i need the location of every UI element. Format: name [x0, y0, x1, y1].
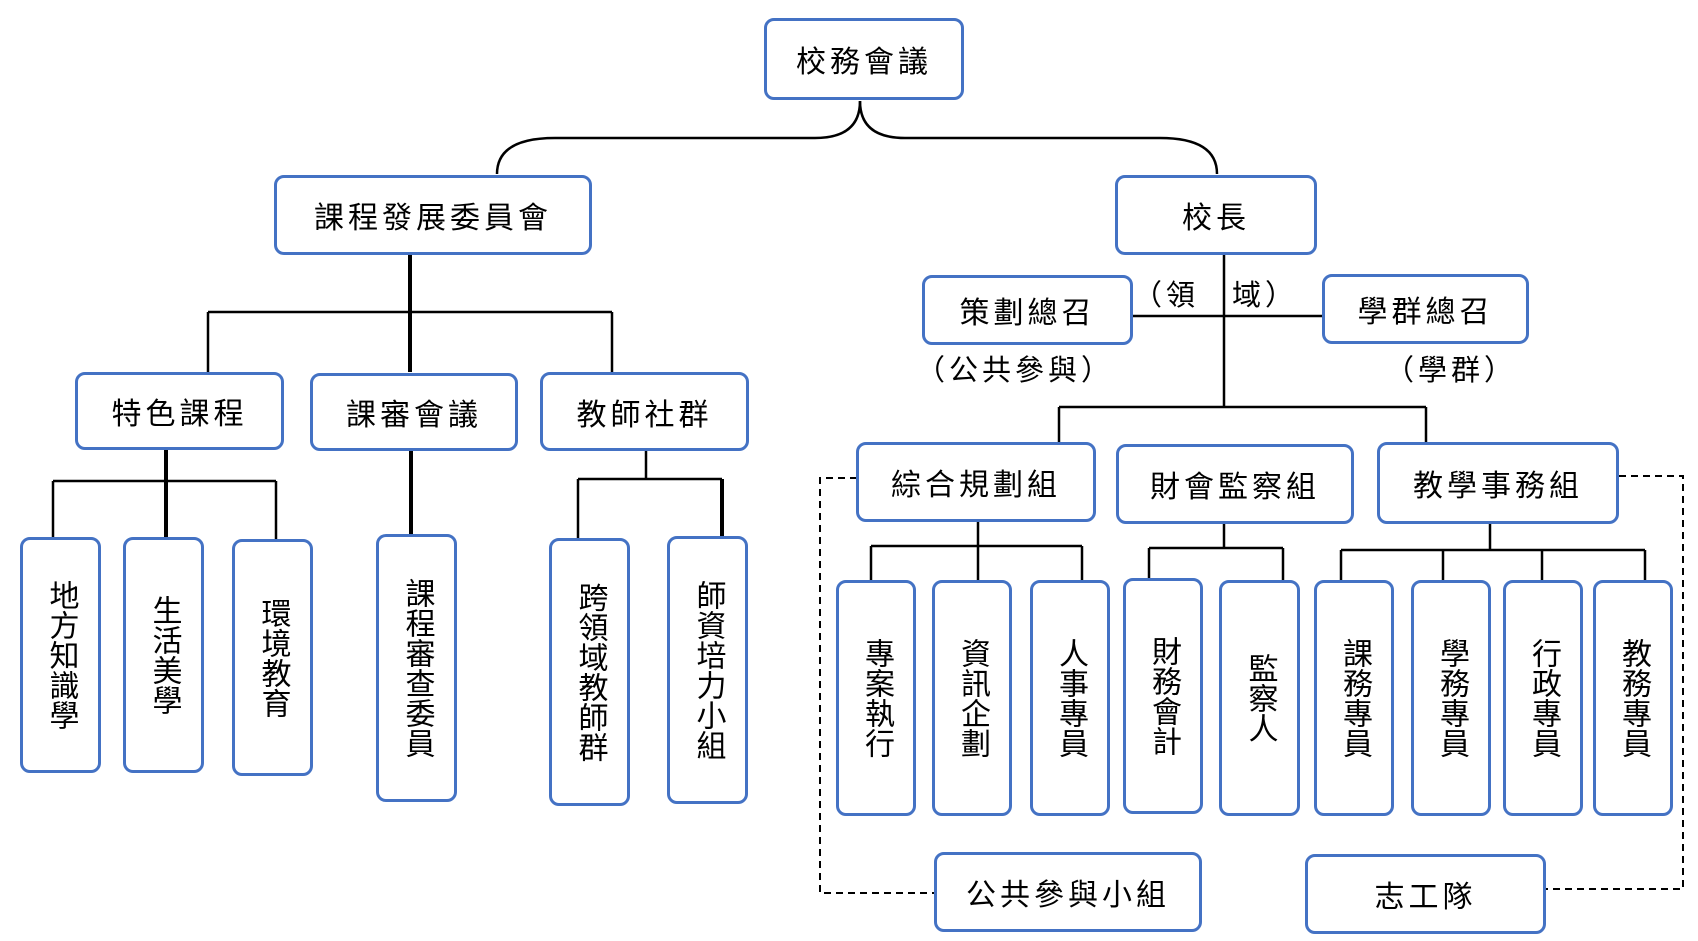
academic-officer-box: 教務專員: [1593, 580, 1673, 816]
planning-convener-note: （公共參與）: [916, 347, 1115, 389]
teacher-training-group-box: 師資培力小組: [667, 536, 748, 804]
curriculum-committee-box: 課程發展委員會: [274, 175, 592, 255]
environmental-education-box: 環境教育: [232, 539, 313, 776]
student-affairs-officer-box: 學務專員: [1411, 580, 1491, 816]
cross-domain-teacher-group-box: 跨領域教師群: [549, 538, 630, 806]
life-aesthetics-box: 生活美學: [123, 537, 204, 773]
domain-note: （領 域）: [1133, 278, 1299, 312]
local-knowledge-box: 地方知識學: [20, 537, 101, 773]
school-council-box: 校務會議: [764, 18, 964, 100]
finance-audit-group-box: 財會監察組: [1116, 444, 1354, 524]
public-participation-group-box: 公共參與小組: [934, 852, 1202, 932]
featured-curriculum-box: 特色課程: [75, 372, 284, 450]
planning-convener-box: 策劃總召: [922, 275, 1133, 345]
review-committee-member-box: 課程審查委員: [376, 534, 457, 802]
teacher-community-box: 教師社群: [540, 372, 749, 451]
administration-officer-box: 行政專員: [1503, 580, 1583, 816]
principal-box: 校長: [1115, 175, 1317, 255]
dashed-right: [1546, 475, 1684, 890]
curriculum-officer-box: 課務專員: [1314, 580, 1394, 816]
volunteers-box: 志工隊: [1305, 854, 1546, 934]
dashed-left: [819, 477, 935, 894]
personnel-officer-box: 人事專員: [1030, 580, 1110, 816]
it-planning-box: 資訊企劃: [932, 580, 1012, 816]
top-brace-right: [858, 100, 1219, 175]
supervisor-box: 監察人: [1219, 580, 1300, 816]
project-execution-box: 專案執行: [836, 580, 916, 816]
academic-affairs-group-box: 教學事務組: [1377, 442, 1619, 524]
cluster-convener-note: （學群）: [1385, 347, 1518, 389]
top-brace: [495, 100, 862, 175]
general-planning-group-box: 綜合規劃組: [856, 442, 1096, 522]
review-meeting-box: 課審會議: [310, 373, 518, 451]
finance-accounting-box: 財務會計: [1123, 578, 1203, 814]
cluster-convener-box: 學群總召: [1322, 274, 1529, 344]
